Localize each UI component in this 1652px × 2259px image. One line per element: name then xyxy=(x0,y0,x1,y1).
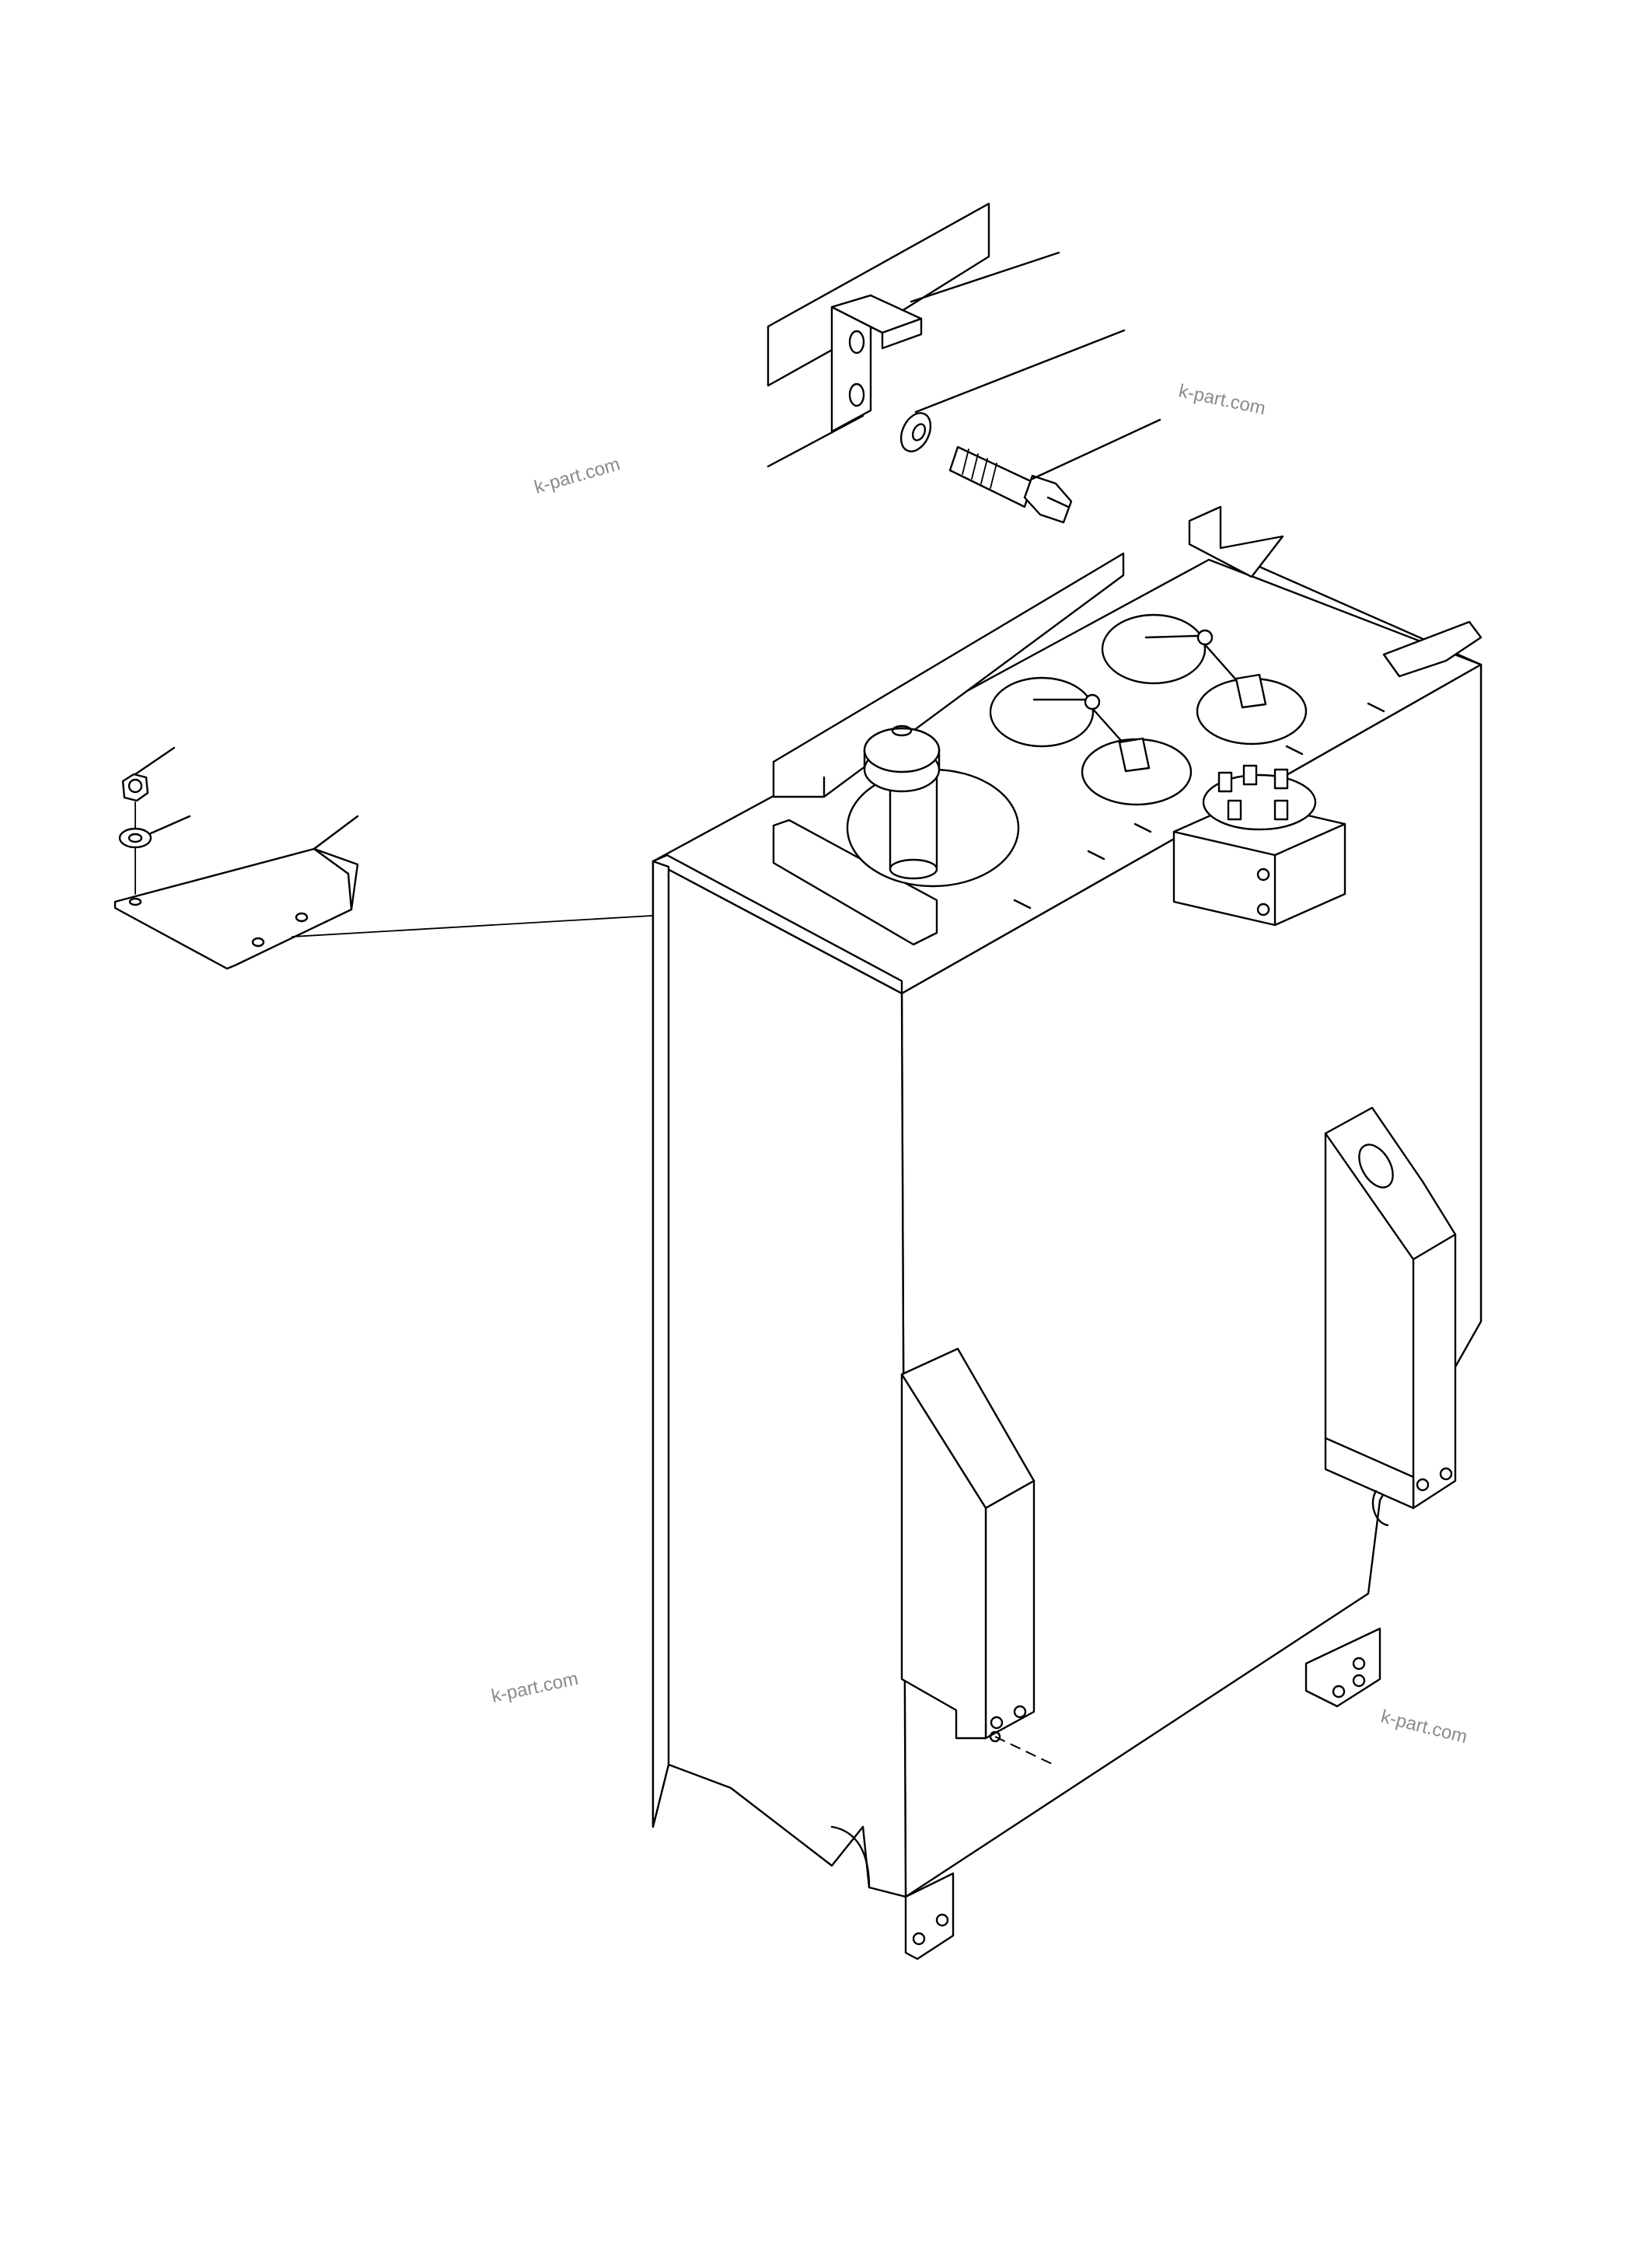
breather-cap xyxy=(846,724,1020,888)
top-edge-tabs xyxy=(1013,702,1385,910)
mounting-bracket-assembly xyxy=(767,202,1161,524)
hex-bolt xyxy=(948,445,1073,524)
top-clip-left xyxy=(1188,505,1284,578)
inspection-cover-2 xyxy=(1101,613,1308,745)
hydraulic-tank xyxy=(651,557,1483,1960)
cover-plate xyxy=(114,847,359,970)
watermark: k-part.com xyxy=(1379,1706,1470,1748)
inspection-cover-1 xyxy=(989,676,1193,806)
frame-plate xyxy=(767,202,990,387)
watermark: k-part.com xyxy=(490,1668,580,1707)
top-rail-rear xyxy=(772,552,1125,798)
foot-front-right xyxy=(1304,1627,1381,1708)
top-clip-right xyxy=(1382,620,1483,678)
watermark: k-part.com xyxy=(1177,380,1267,419)
spring-washer xyxy=(118,827,152,849)
tank-left-panel xyxy=(651,860,907,1898)
valve-block xyxy=(1172,764,1346,927)
watermark: k-part.com xyxy=(532,454,622,498)
top-rail-front xyxy=(772,819,938,946)
filter-housing-right xyxy=(1324,1106,1457,1527)
foot-front-left xyxy=(904,1872,955,1960)
filter-housing-left xyxy=(900,1347,1054,1765)
washer xyxy=(899,412,932,452)
lock-nut xyxy=(121,773,149,802)
